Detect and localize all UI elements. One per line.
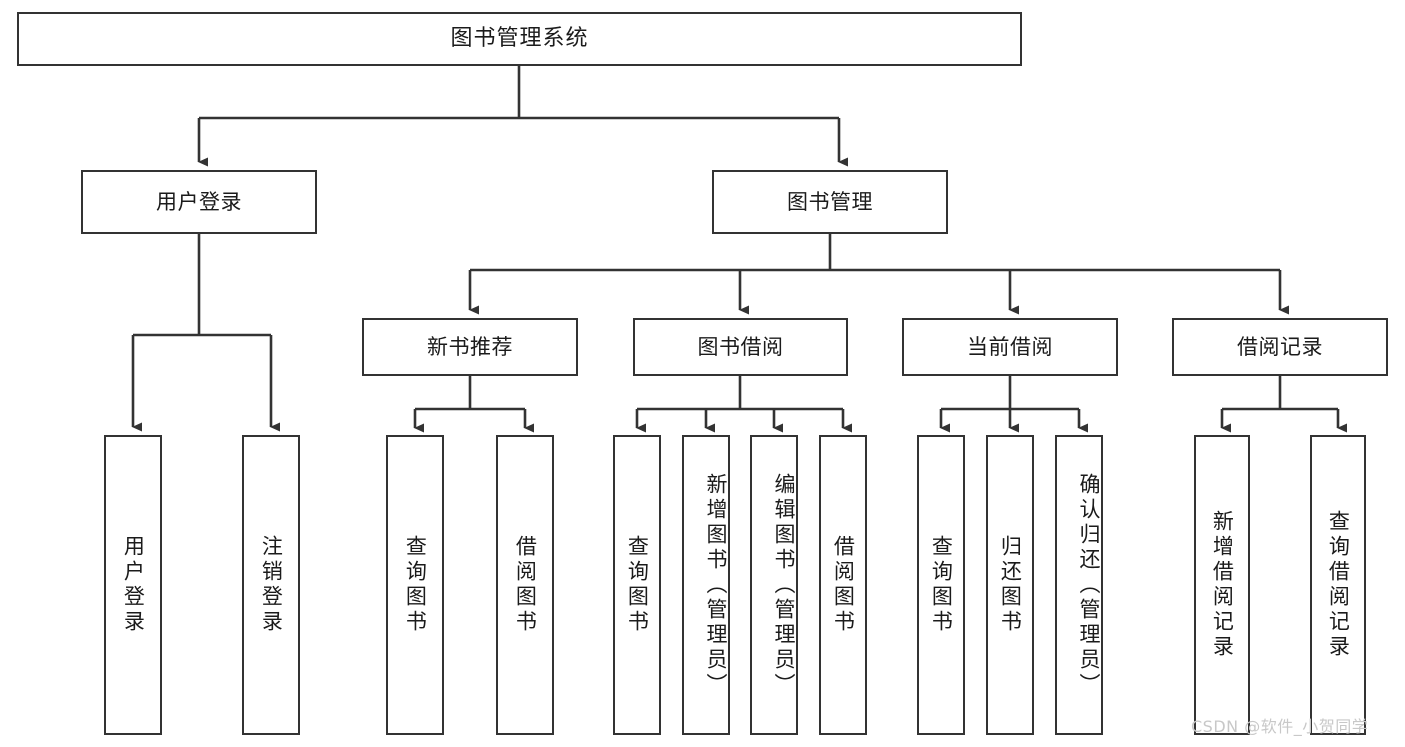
node-book-management[interactable]: 图书管理 [712, 170, 948, 234]
leaf-current-borrow-query-book[interactable]: 查询图书 [917, 435, 965, 735]
node-user-login[interactable]: 用户登录 [81, 170, 317, 234]
node-new-book-recommend[interactable]: 新书推荐 [362, 318, 578, 376]
leaf-new-book-borrow-book[interactable]: 借阅图书 [496, 435, 554, 735]
leaf-user-login-logout[interactable]: 注销登录 [242, 435, 300, 735]
leaf-user-login-login[interactable]: 用户登录 [104, 435, 162, 735]
leaf-book-borrow-query-book[interactable]: 查询图书 [613, 435, 661, 735]
leaf-book-borrow-borrow-book[interactable]: 借阅图书 [819, 435, 867, 735]
leaf-current-borrow-confirm-return-admin[interactable]: 确认归还（管理员） [1055, 435, 1103, 735]
leaf-book-borrow-edit-book-admin[interactable]: 编辑图书（管理员） [750, 435, 798, 735]
csdn-watermark: CSDN @软件_小贺同学 [1191, 717, 1369, 736]
node-book-borrow[interactable]: 图书借阅 [633, 318, 848, 376]
node-borrow-record[interactable]: 借阅记录 [1172, 318, 1388, 376]
node-root-book-management-system[interactable]: 图书管理系统 [17, 12, 1022, 66]
node-current-borrow[interactable]: 当前借阅 [902, 318, 1118, 376]
leaf-borrow-record-add-record[interactable]: 新增借阅记录 [1194, 435, 1250, 735]
leaf-book-borrow-add-book-admin[interactable]: 新增图书（管理员） [682, 435, 730, 735]
leaf-current-borrow-return-book[interactable]: 归还图书 [986, 435, 1034, 735]
leaf-new-book-query-book[interactable]: 查询图书 [386, 435, 444, 735]
leaf-borrow-record-query-record[interactable]: 查询借阅记录 [1310, 435, 1366, 735]
